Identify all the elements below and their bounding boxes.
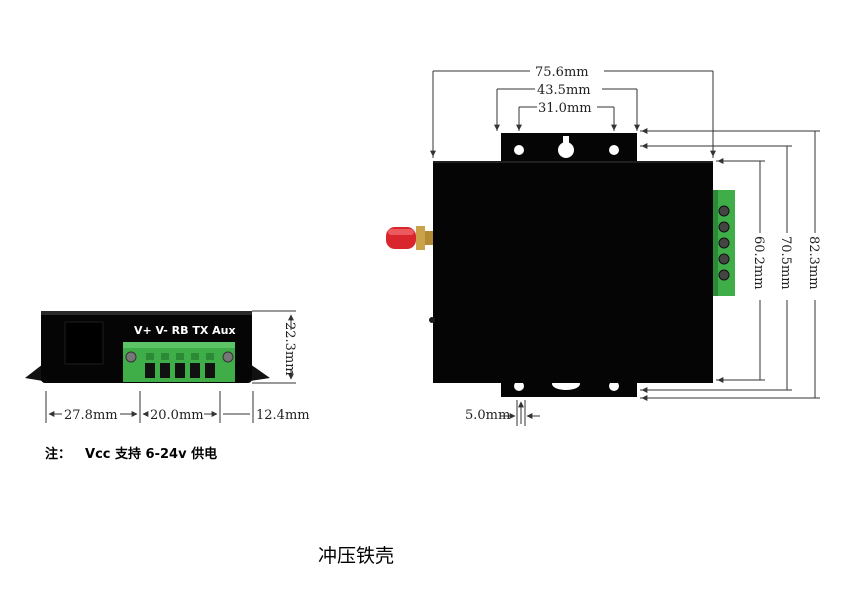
- dim-top-widths: 75.6mm 43.5mm 31.0mm: [430, 65, 716, 158]
- top-view: 75.6mm 43.5mm 31.0mm: [386, 65, 821, 426]
- top-mount-tab: [501, 133, 637, 163]
- dim-front-height: 22.3mm: [252, 310, 297, 384]
- dim-tab-offset: 5.0mm: [465, 400, 540, 426]
- dim-height-mid-label: 70.5mm: [778, 236, 793, 290]
- dim-height-overall-label: 82.3mm: [806, 236, 821, 290]
- dim-top-heights: 60.2mm 70.5mm 82.3mm: [640, 128, 821, 401]
- pin-labels: V+ V- RB TX Aux: [134, 324, 236, 337]
- terminal-block: [123, 342, 235, 382]
- dim-overall-width-label: 75.6mm: [535, 65, 589, 80]
- antenna: [386, 226, 434, 250]
- dim-front-height-label: 22.3mm: [282, 322, 297, 376]
- caption: 冲压铁壳: [318, 545, 395, 567]
- dim-mount-inner-label: 31.0mm: [538, 101, 592, 116]
- dim-tab-offset-label: 5.0mm: [465, 408, 510, 423]
- dim-front-left-label: 27.8mm: [64, 408, 118, 423]
- front-left-flange: [25, 364, 43, 381]
- front-window: [64, 321, 104, 365]
- dim-height-body-label: 60.2mm: [751, 236, 766, 290]
- dim-front-mid-label: 20.0mm: [150, 408, 204, 423]
- note-text: Vcc 支持 6-24v 供电: [85, 447, 218, 462]
- dim-front-bottom: 27.8mm 20.0mm 12.4mm: [45, 391, 310, 423]
- top-body: [433, 161, 713, 383]
- side-terminal-block: [713, 190, 735, 296]
- note-label: 注：: [45, 447, 72, 462]
- front-right-flange: [250, 364, 270, 381]
- front-view: V+ V- RB TX Aux 22.3mm: [25, 310, 310, 423]
- dim-mount-outer-label: 43.5mm: [537, 83, 591, 98]
- note: 注： Vcc 支持 6-24v 供电: [45, 443, 217, 462]
- dim-front-right-label: 12.4mm: [256, 408, 310, 423]
